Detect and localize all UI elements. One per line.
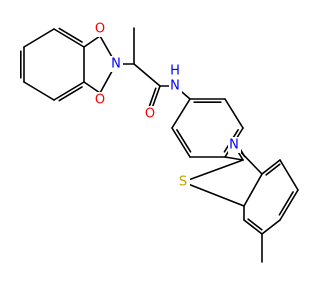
bond — [261, 159, 281, 175]
bond — [23, 28, 55, 48]
bond — [171, 127, 191, 158]
bond — [279, 189, 299, 221]
atom-label-h: H — [170, 64, 180, 79]
bond — [171, 98, 191, 129]
atom-label-s: S — [179, 175, 187, 190]
atom-label-o: O — [145, 107, 155, 122]
atom-label-o: O — [95, 93, 105, 108]
bond — [83, 35, 101, 48]
bond — [243, 219, 263, 235]
atom-label-n: N — [111, 57, 121, 72]
atom-s-thiazole: S — [177, 174, 190, 190]
atom-label-n: N — [170, 79, 180, 94]
atom-label-layer: O O N O N H N S — [94, 21, 241, 190]
atom-label-o: O — [95, 22, 105, 37]
bond — [53, 81, 85, 101]
bond — [278, 191, 294, 216]
bond — [247, 218, 263, 231]
atom-label-n: N — [229, 138, 239, 153]
bond — [58, 86, 83, 102]
bond — [182, 159, 244, 183]
atom-o-phthalimide-bottom: O — [94, 92, 107, 108]
bond — [58, 27, 83, 43]
bond — [243, 173, 263, 207]
bond — [133, 63, 161, 87]
atom-n-imide: N — [110, 56, 123, 72]
atom-n-amide: N H — [169, 64, 182, 94]
bond — [53, 28, 85, 48]
atom-o-amide: O — [144, 106, 157, 122]
bond — [176, 128, 192, 153]
bond — [83, 81, 101, 94]
bond — [265, 163, 281, 176]
bond — [261, 219, 281, 235]
bond — [279, 159, 299, 191]
bond — [182, 181, 245, 207]
bond — [224, 98, 244, 129]
bond — [23, 81, 55, 101]
atom-n-thiazole: N — [228, 137, 241, 153]
bond-layer — [19, 27, 299, 263]
atom-o-phthalimide-top: O — [94, 21, 107, 37]
bond — [224, 156, 244, 161]
molecule-structure-diagram: O O N O N H N S — [19, 21, 299, 263]
